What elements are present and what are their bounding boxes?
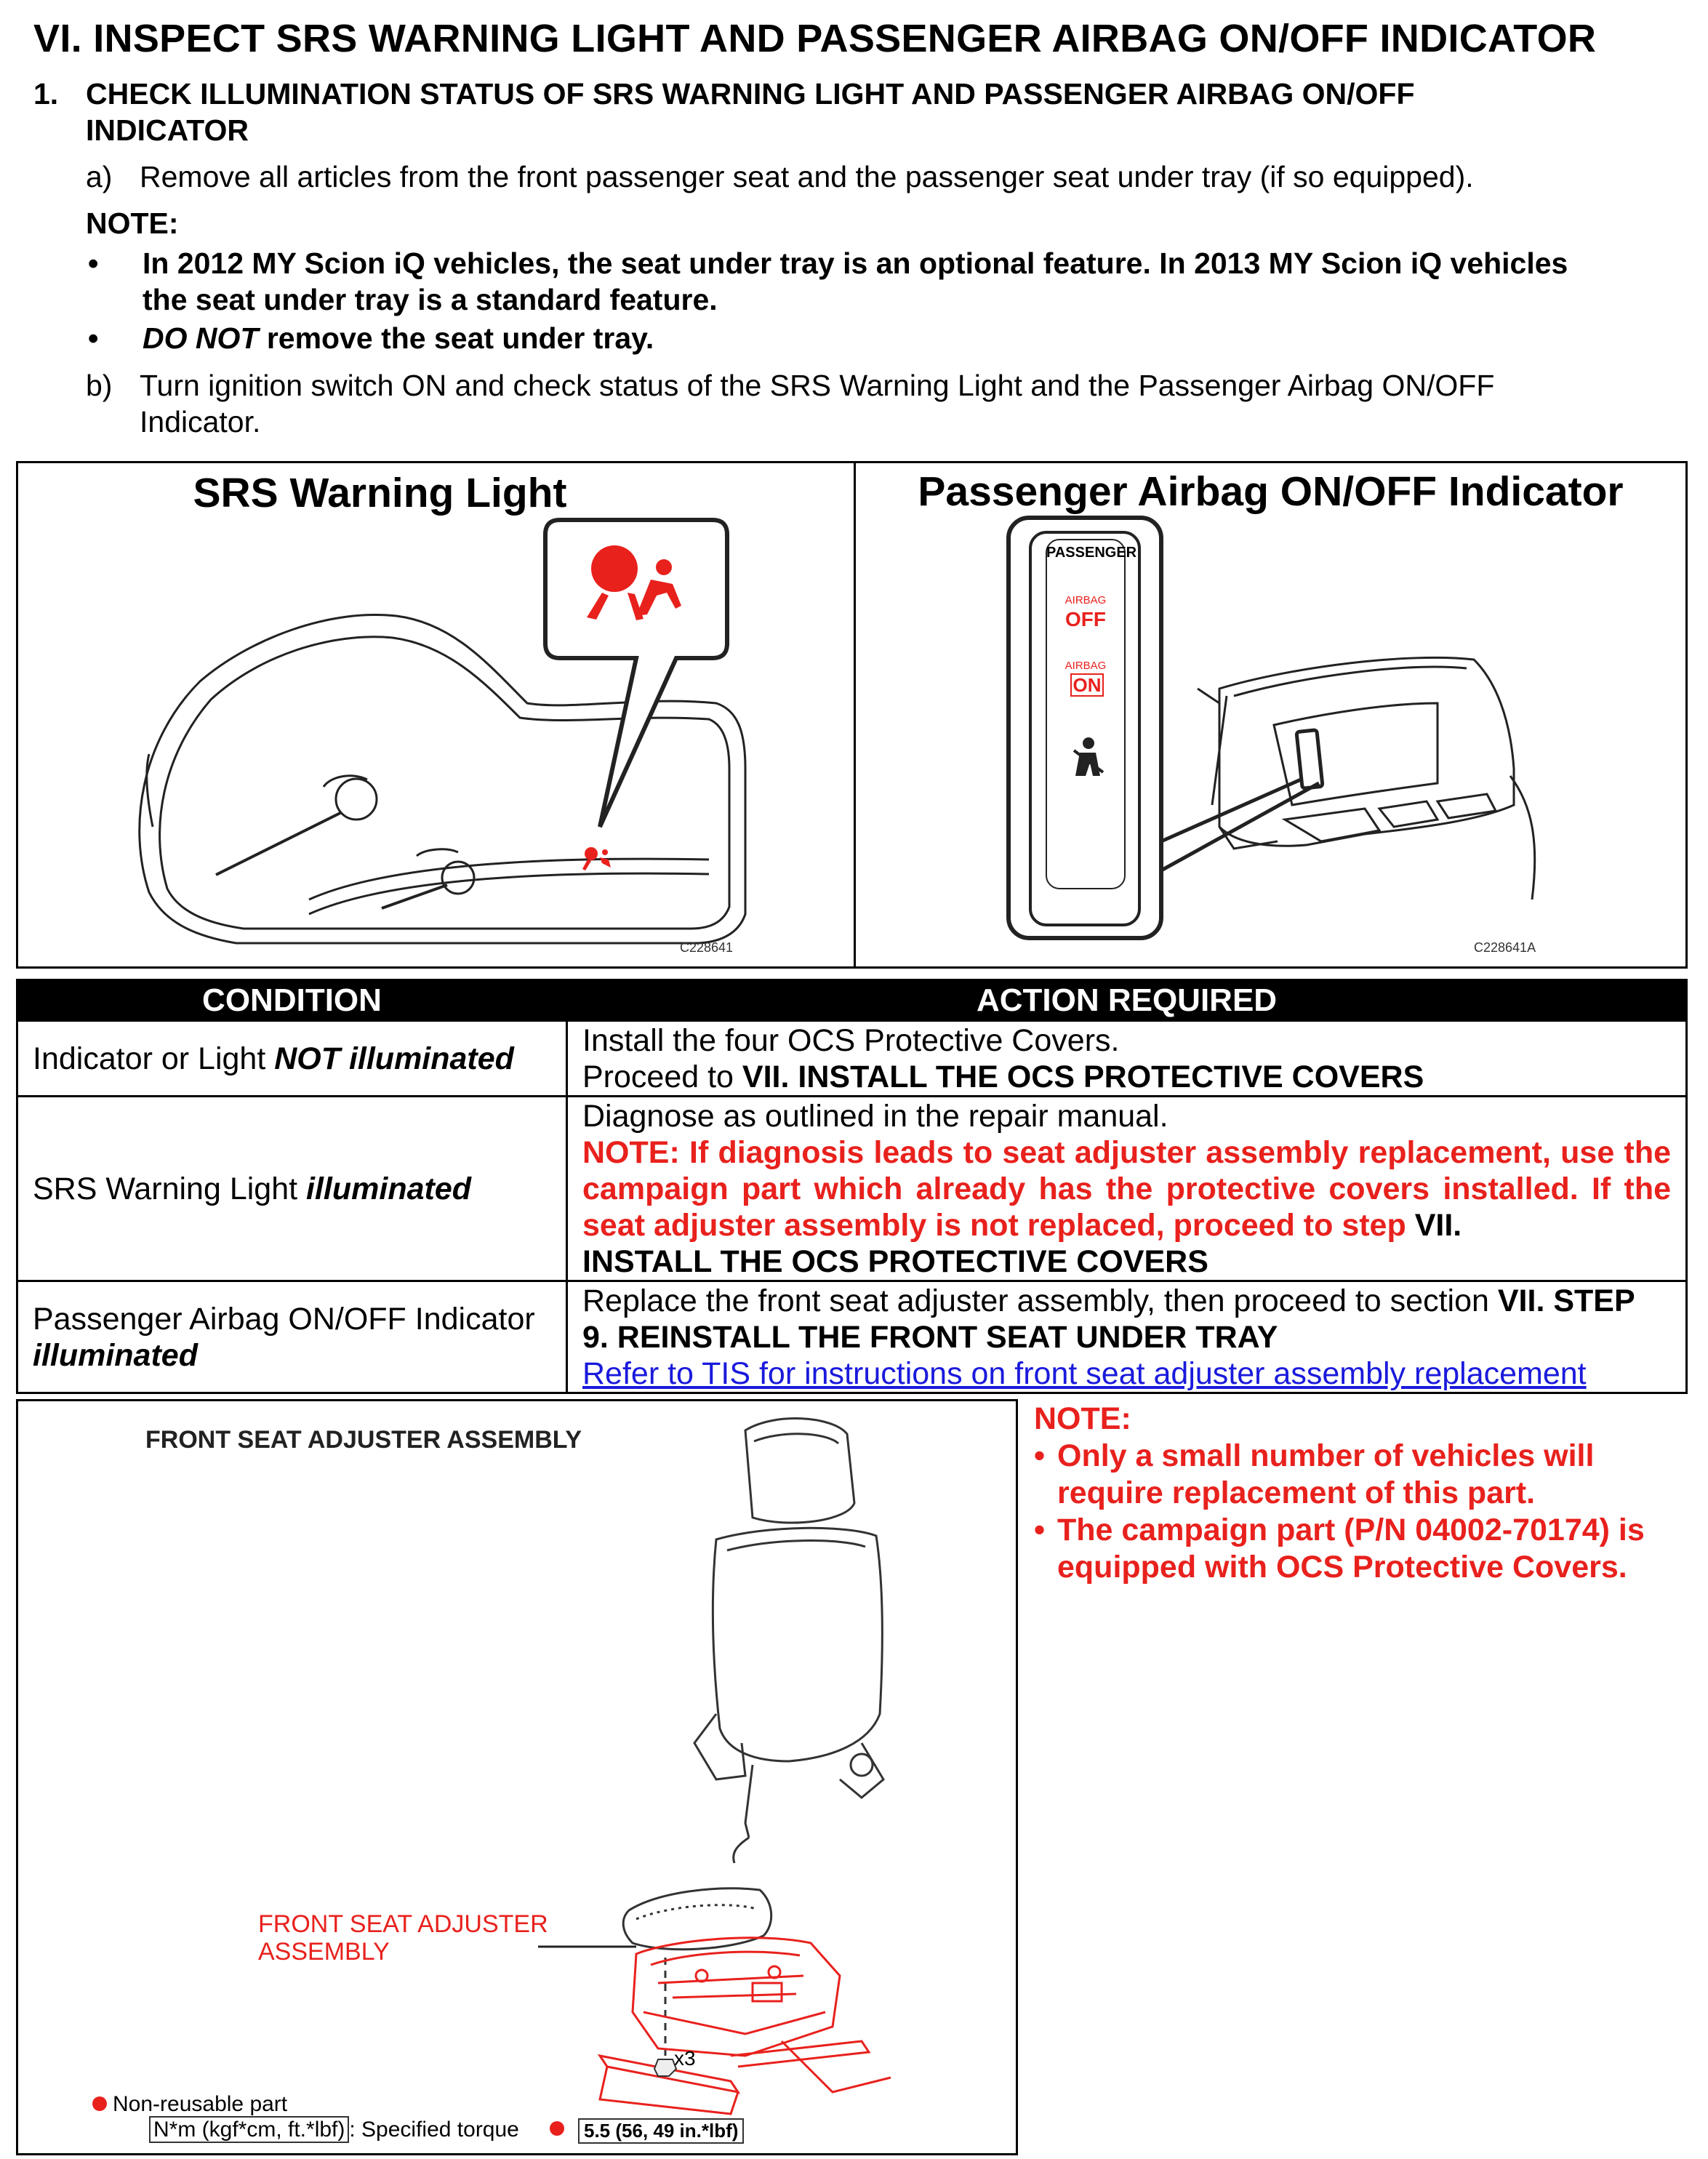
seat-callout-line1: FRONT SEAT ADJUSTER xyxy=(258,1910,548,1938)
substep-a-text: Remove all articles from the front passe… xyxy=(140,160,1474,193)
condition-text: SRS Warning Light xyxy=(33,1171,307,1206)
action-note: NOTE: If diagnosis leads to seat adjuste… xyxy=(582,1134,1671,1243)
action-note-red: NOTE: If diagnosis leads to seat adjuste… xyxy=(582,1134,1671,1243)
srs-figure-code: C228641 xyxy=(680,940,734,955)
header-condition: CONDITION xyxy=(16,979,568,1022)
substep-b-line1: Turn ignition switch ON and check status… xyxy=(140,369,1495,402)
condition-text: Passenger Airbag ON/OFF Indicator xyxy=(33,1301,535,1337)
side-note-bullet-2-line2: equipped with OCS Protective Covers. xyxy=(1057,1550,1627,1585)
bullet-icon: • xyxy=(1034,1438,1046,1473)
airbag-indicator-figure-box: Passenger Airbag ON/OFF Indicator xyxy=(854,461,1688,969)
side-note-bullet-1-line2: require replacement of this part. xyxy=(1057,1475,1536,1510)
action-cell: Diagnose as outlined in the repair manua… xyxy=(566,1095,1688,1282)
step-heading: 1. CHECK ILLUMINATION STATUS OF SRS WARNI… xyxy=(33,76,1415,148)
seatbelt-icon xyxy=(1072,737,1104,776)
condition-text: Indicator or Light xyxy=(33,1041,275,1076)
legend-nonreusable: Non-reusable part xyxy=(113,2092,288,2116)
condition-emph: NOT illuminated xyxy=(274,1041,514,1076)
panel-airbag-off-small: AIRBAG xyxy=(1065,594,1107,606)
step-title-line1: CHECK ILLUMINATION STATUS OF SRS WARNING… xyxy=(86,77,1415,111)
note-bullet-1-line1: In 2012 MY Scion iQ vehicles, the seat u… xyxy=(143,247,1568,280)
seat-illustration xyxy=(92,1417,891,2136)
note-bullet-2-rest: remove the seat under tray. xyxy=(258,321,654,355)
seat-figure-title: FRONT SEAT ADJUSTER ASSEMBLY xyxy=(145,1426,582,1454)
seat-adjuster-assembly-drawing xyxy=(597,1936,891,2115)
bullet-icon: • xyxy=(88,247,99,280)
table-row: Indicator or Light NOT illuminated Insta… xyxy=(16,1020,1688,1097)
panel-on-label: ON xyxy=(1070,673,1104,697)
srs-warning-icon xyxy=(587,545,681,620)
condition-emph: illuminated xyxy=(306,1171,471,1206)
note-bullet-2-emph: DO NOT xyxy=(143,321,259,355)
tis-reference-link[interactable]: Refer to TIS for instructions on front s… xyxy=(582,1355,1587,1391)
dashboard-illustration xyxy=(1006,516,1536,940)
note-bullet-2: • DO NOT remove the seat under tray. xyxy=(88,320,654,356)
action-proceed: Proceed to xyxy=(582,1059,742,1094)
action-step-ref-2: 9. REINSTALL THE FRONT SEAT UNDER TRAY xyxy=(582,1319,1278,1355)
condition-cell: Indicator or Light NOT illuminated xyxy=(16,1020,568,1097)
condition-cell: Passenger Airbag ON/OFF Indicator illumi… xyxy=(16,1280,568,1394)
side-note-bullet-2: • The campaign part (P/N 04002-70174) is… xyxy=(1034,1512,1670,1586)
torque-value: 5.5 (56, 49 in.*lbf) xyxy=(578,2118,745,2144)
section-title: VI. INSPECT SRS WARNING LIGHT AND PASSEN… xyxy=(33,17,1597,60)
quantity-label: x3 xyxy=(674,2047,696,2070)
side-note-bullet-1: • Only a small number of vehicles will r… xyxy=(1034,1438,1670,1512)
airbag-figure-code: C228641A xyxy=(1474,940,1536,955)
action-line: Diagnose as outlined in the repair manua… xyxy=(582,1098,1168,1134)
srs-small-icon xyxy=(582,847,611,870)
seat-callout-line2: ASSEMBLY xyxy=(258,1938,390,1966)
side-note-bullet-2-line1: The campaign part (P/N 04002-70174) is xyxy=(1057,1513,1645,1547)
substep-b-line2: Indicator. xyxy=(140,405,261,438)
action-cell: Replace the front seat adjuster assembly… xyxy=(566,1280,1688,1394)
side-note-bullet-1-line1: Only a small number of vehicles will xyxy=(1057,1438,1595,1473)
action-step-ref: VII. STEP xyxy=(1497,1283,1635,1318)
step-number: 1. xyxy=(33,77,59,111)
non-reusable-dot-icon xyxy=(550,2121,564,2136)
condition-action-table: CONDITION ACTION REQUIRED Indicator or L… xyxy=(16,979,1688,1394)
step-title-line2: INDICATOR xyxy=(86,113,249,147)
action-line: Replace the front seat adjuster assembly… xyxy=(582,1283,1498,1318)
airbag-indicator-figure-title: Passenger Airbag ON/OFF Indicator xyxy=(918,468,1624,515)
note-bullet-1: • In 2012 MY Scion iQ vehicles, the seat… xyxy=(88,245,1677,318)
substep-b-label: b) xyxy=(86,369,113,402)
panel-airbag-on-small: AIRBAG xyxy=(1065,660,1107,672)
legend-torque-text: : Specified torque xyxy=(349,2118,519,2142)
srs-figure-box: SRS Warning Light xyxy=(16,461,856,969)
seat-callout: FRONT SEAT ADJUSTER ASSEMBLY xyxy=(258,1910,548,1966)
action-step-ref: VII. INSTALL THE OCS PROTECTIVE COVERS xyxy=(742,1059,1424,1094)
substep-b: b) Turn ignition switch ON and check stat… xyxy=(86,367,1494,440)
note-label: NOTE: xyxy=(86,207,179,240)
condition-emph: illuminated xyxy=(33,1337,198,1373)
note-bullet-1-line2: the seat under tray is a standard featur… xyxy=(143,283,718,316)
substep-a: a) Remove all articles from the front pas… xyxy=(86,159,1474,195)
srs-figure-title: SRS Warning Light xyxy=(193,470,567,516)
side-note: NOTE: • Only a small number of vehicles … xyxy=(1034,1401,1670,1586)
action-step-ref: INSTALL THE OCS PROTECTIVE COVERS xyxy=(582,1243,1208,1279)
table-row: SRS Warning Light illuminated Diagnose a… xyxy=(16,1095,1688,1282)
action-line: Install the four OCS Protective Covers. xyxy=(582,1022,1120,1058)
action-cell: Install the four OCS Protective Covers. … xyxy=(566,1020,1688,1097)
bullet-icon: • xyxy=(88,321,99,355)
side-note-label: NOTE: xyxy=(1034,1401,1131,1436)
condition-cell: SRS Warning Light illuminated xyxy=(16,1095,568,1282)
legend-torque-unit: N*m (kgf*cm, ft.*lbf) xyxy=(149,2116,350,2143)
seat-figure-box: FRONT SEAT ADJUSTER ASSEMBLY xyxy=(16,1399,1018,2155)
table-header-row: CONDITION ACTION REQUIRED xyxy=(16,979,1688,1022)
panel-passenger-label: PASSENGER xyxy=(1046,545,1137,561)
legend-torque: N*m (kgf*cm, ft.*lbf): Specified torque xyxy=(149,2116,519,2143)
substep-a-label: a) xyxy=(86,160,113,193)
bullet-icon: • xyxy=(1034,1513,1046,1547)
panel-off-label: OFF xyxy=(1065,608,1106,630)
action-note-step: VII. xyxy=(1414,1207,1462,1243)
nut-icon xyxy=(653,2059,678,2077)
non-reusable-dot-icon xyxy=(92,2096,107,2111)
instrument-cluster-illustration xyxy=(138,518,747,945)
table-row: Passenger Airbag ON/OFF Indicator illumi… xyxy=(16,1280,1688,1394)
header-action: ACTION REQUIRED xyxy=(566,979,1688,1022)
